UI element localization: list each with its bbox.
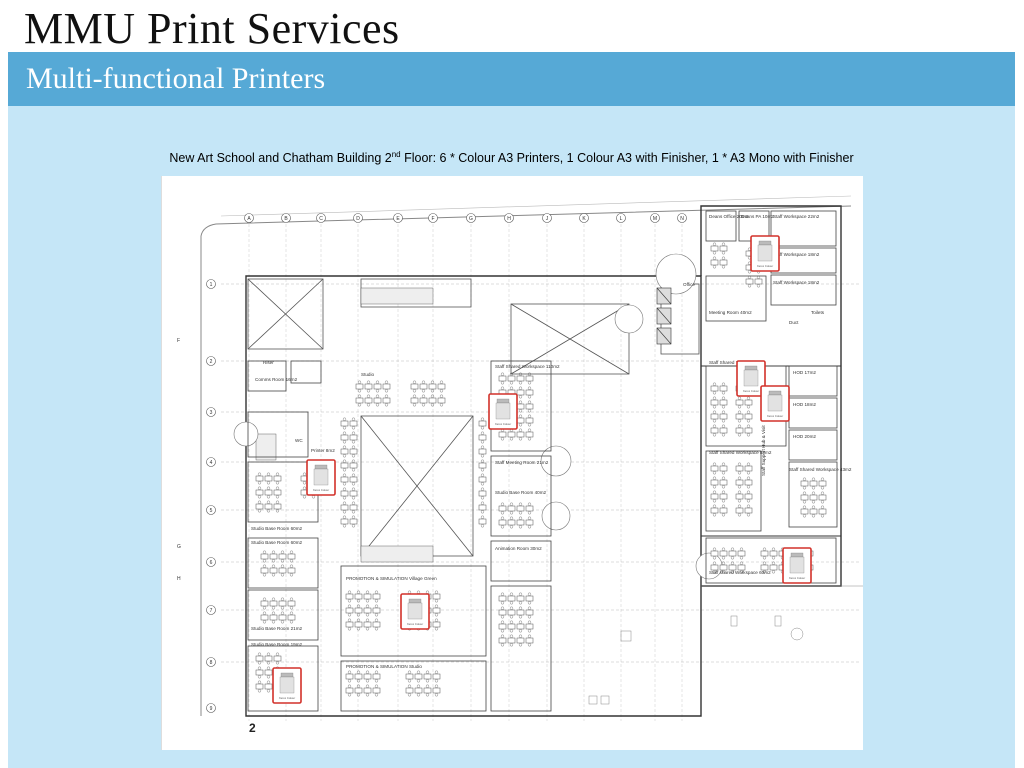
grid-row-label: 1 (210, 282, 213, 288)
grid-col-label: K (582, 216, 586, 222)
grid-col-label: H (507, 216, 511, 222)
floor-caption: New Art School and Chatham Building 2nd … (8, 150, 1015, 165)
grid-col-label: J (546, 216, 549, 222)
grid-col-label: M (653, 216, 657, 222)
printer-marker: Xerox Colour (760, 385, 790, 422)
room-label-office: Office (683, 282, 695, 287)
room-label-deans-office: Deans Office 20m2 (709, 214, 749, 219)
printer-marker: Xerox Colour (750, 235, 780, 272)
content-panel: New Art School and Chatham Building 2nd … (8, 106, 1015, 768)
room-label-staff-shared-110: Staff Shared Workspace 110m2 (495, 364, 560, 369)
floor-plan: A B C D E F G H J K L M N 1 2 3 4 5 6 7 8 9 F G H (161, 176, 863, 750)
printer-marker-label: Xerox Colour (279, 696, 295, 700)
printer-marker-label: Xerox Colour (495, 422, 511, 426)
grid-row-label: 4 (210, 460, 213, 466)
room-label-animation: Animation Room 30m2 (495, 546, 542, 551)
room-label-studio-base-40: Studio Base Room 40m2 (495, 490, 547, 495)
room-label-promotion-green: PROMOTION & SIMULATION Village Green (346, 576, 437, 581)
room-label-studio-base-60: Studio Base Room 60m2 (251, 526, 303, 531)
room-label-staff-shared-60: Staff shared Workspace 60m2 (709, 570, 771, 575)
printer-marker-label: Xerox Colour (743, 389, 759, 393)
room-label-staff-shared-87: Staff Shared Workspace 87m2 (709, 450, 772, 455)
floor-number: 2 (249, 721, 256, 735)
room-label-staff-shared-43: Staff Shared Workspace 43m2 (789, 467, 852, 472)
page-title: MMU Print Services (24, 4, 400, 53)
caption-superscript: nd (391, 150, 401, 159)
grid-col-label: D (356, 216, 360, 222)
caption-text: New Art School and Chatham Building 2 (169, 151, 392, 166)
grid-col-label: G (469, 216, 473, 222)
floor-plan-drawing: A B C D E F G H J K L M N 1 2 3 4 5 6 7 8 9 F G H (161, 176, 863, 750)
grid-col-label: F (431, 216, 434, 222)
grid-row-label: 3 (210, 410, 213, 416)
room-label-wc: WC (295, 438, 303, 443)
room-label-toilets: Toilets (811, 310, 825, 315)
printer-marker: Xerox Colour (272, 667, 302, 704)
grid-col-label: L (620, 216, 623, 222)
grid-row-label: 6 (210, 560, 213, 566)
room-label-comms: Comms Room 16m2 (255, 377, 298, 382)
room-label-hod-18: HOD 18m2 (793, 402, 816, 407)
section-header-band: Multi-functional Printers (8, 52, 1015, 106)
room-label-studio-base-60b: Studio Base Room 60m2 (251, 540, 303, 545)
grid-row-label: 5 (210, 508, 213, 514)
grid-side-mark: F (177, 338, 180, 344)
printer-marker: Xerox Colour (400, 593, 430, 630)
grid-col-label: E (396, 216, 400, 222)
room-label-hod-20: HOD 20m2 (793, 434, 816, 439)
room-label-staff-meeting: Staff Meeting Room 21m2 (495, 460, 549, 465)
printer-marker-label: Xerox Colour (313, 488, 329, 492)
room-label-studio-base-19: Studio Base Room 19m2 (251, 642, 303, 647)
room-label-deans-pa: Deans PA 10m2 (741, 214, 774, 219)
caption-text-rest: Floor: 6 * Colour A3 Printers, 1 Colour … (400, 151, 854, 166)
room-label-staff-ws-18: Staff Workspace 18m2 (773, 252, 820, 257)
printer-marker: Xerox Colour (306, 459, 336, 496)
grid-row-label: 8 (210, 660, 213, 666)
grid-col-label: A (247, 216, 251, 222)
printer-marker-label: Xerox Colour (767, 414, 783, 418)
room-label-studio-base-21: Studio Base Room 21m2 (251, 626, 303, 631)
room-label-duct: Duct (789, 320, 799, 325)
grid-row-label: 2 (210, 359, 213, 365)
room-label-staff-ws-22: Staff Workspace 22m2 (773, 214, 820, 219)
printer-marker-label: Xerox Colour (757, 264, 773, 268)
section-subtitle: Multi-functional Printers (26, 62, 326, 95)
room-label-studio: Studio (361, 372, 374, 377)
room-label-corridor: Staff Support Hub & Visit (761, 425, 766, 476)
room-label-promotion-studio: PROMOTION & SIMULATION Studio (346, 664, 422, 669)
printer-marker: Xerox Colour (488, 393, 518, 430)
room-label-meeting-room: Meeting Room 40m2 (709, 310, 752, 315)
room-label-printer: Printer 8m2 (311, 448, 335, 453)
room-label-staff-shared-70: Staff Shared 70m2 (709, 360, 748, 365)
grid-side-mark: H (177, 576, 181, 582)
grid-row-label: 7 (210, 608, 213, 614)
grid-side-mark: G (177, 544, 181, 550)
grid-col-label: C (319, 216, 323, 222)
room-label-staff-ws-18b: Staff Workspace 18m2 (773, 280, 820, 285)
grid-col-label: N (680, 216, 684, 222)
printer-marker-label: Xerox Colour (789, 576, 805, 580)
printer-marker: Xerox Colour (782, 547, 812, 584)
room-labels: Deans Office 20m2 Deans PA 10m2 Staff Wo… (251, 214, 852, 669)
row-grid: 1 2 3 4 5 6 7 8 9 F G H (177, 279, 216, 713)
grid-col-label: B (284, 216, 288, 222)
printer-marker: Xerox Colour (736, 360, 766, 397)
printer-marker-label: Xerox Colour (407, 622, 423, 626)
grid-row-label: 9 (210, 706, 213, 712)
room-label-hod-17: HOD 17m2 (793, 370, 816, 375)
room-label-riser: Riser (263, 360, 274, 365)
